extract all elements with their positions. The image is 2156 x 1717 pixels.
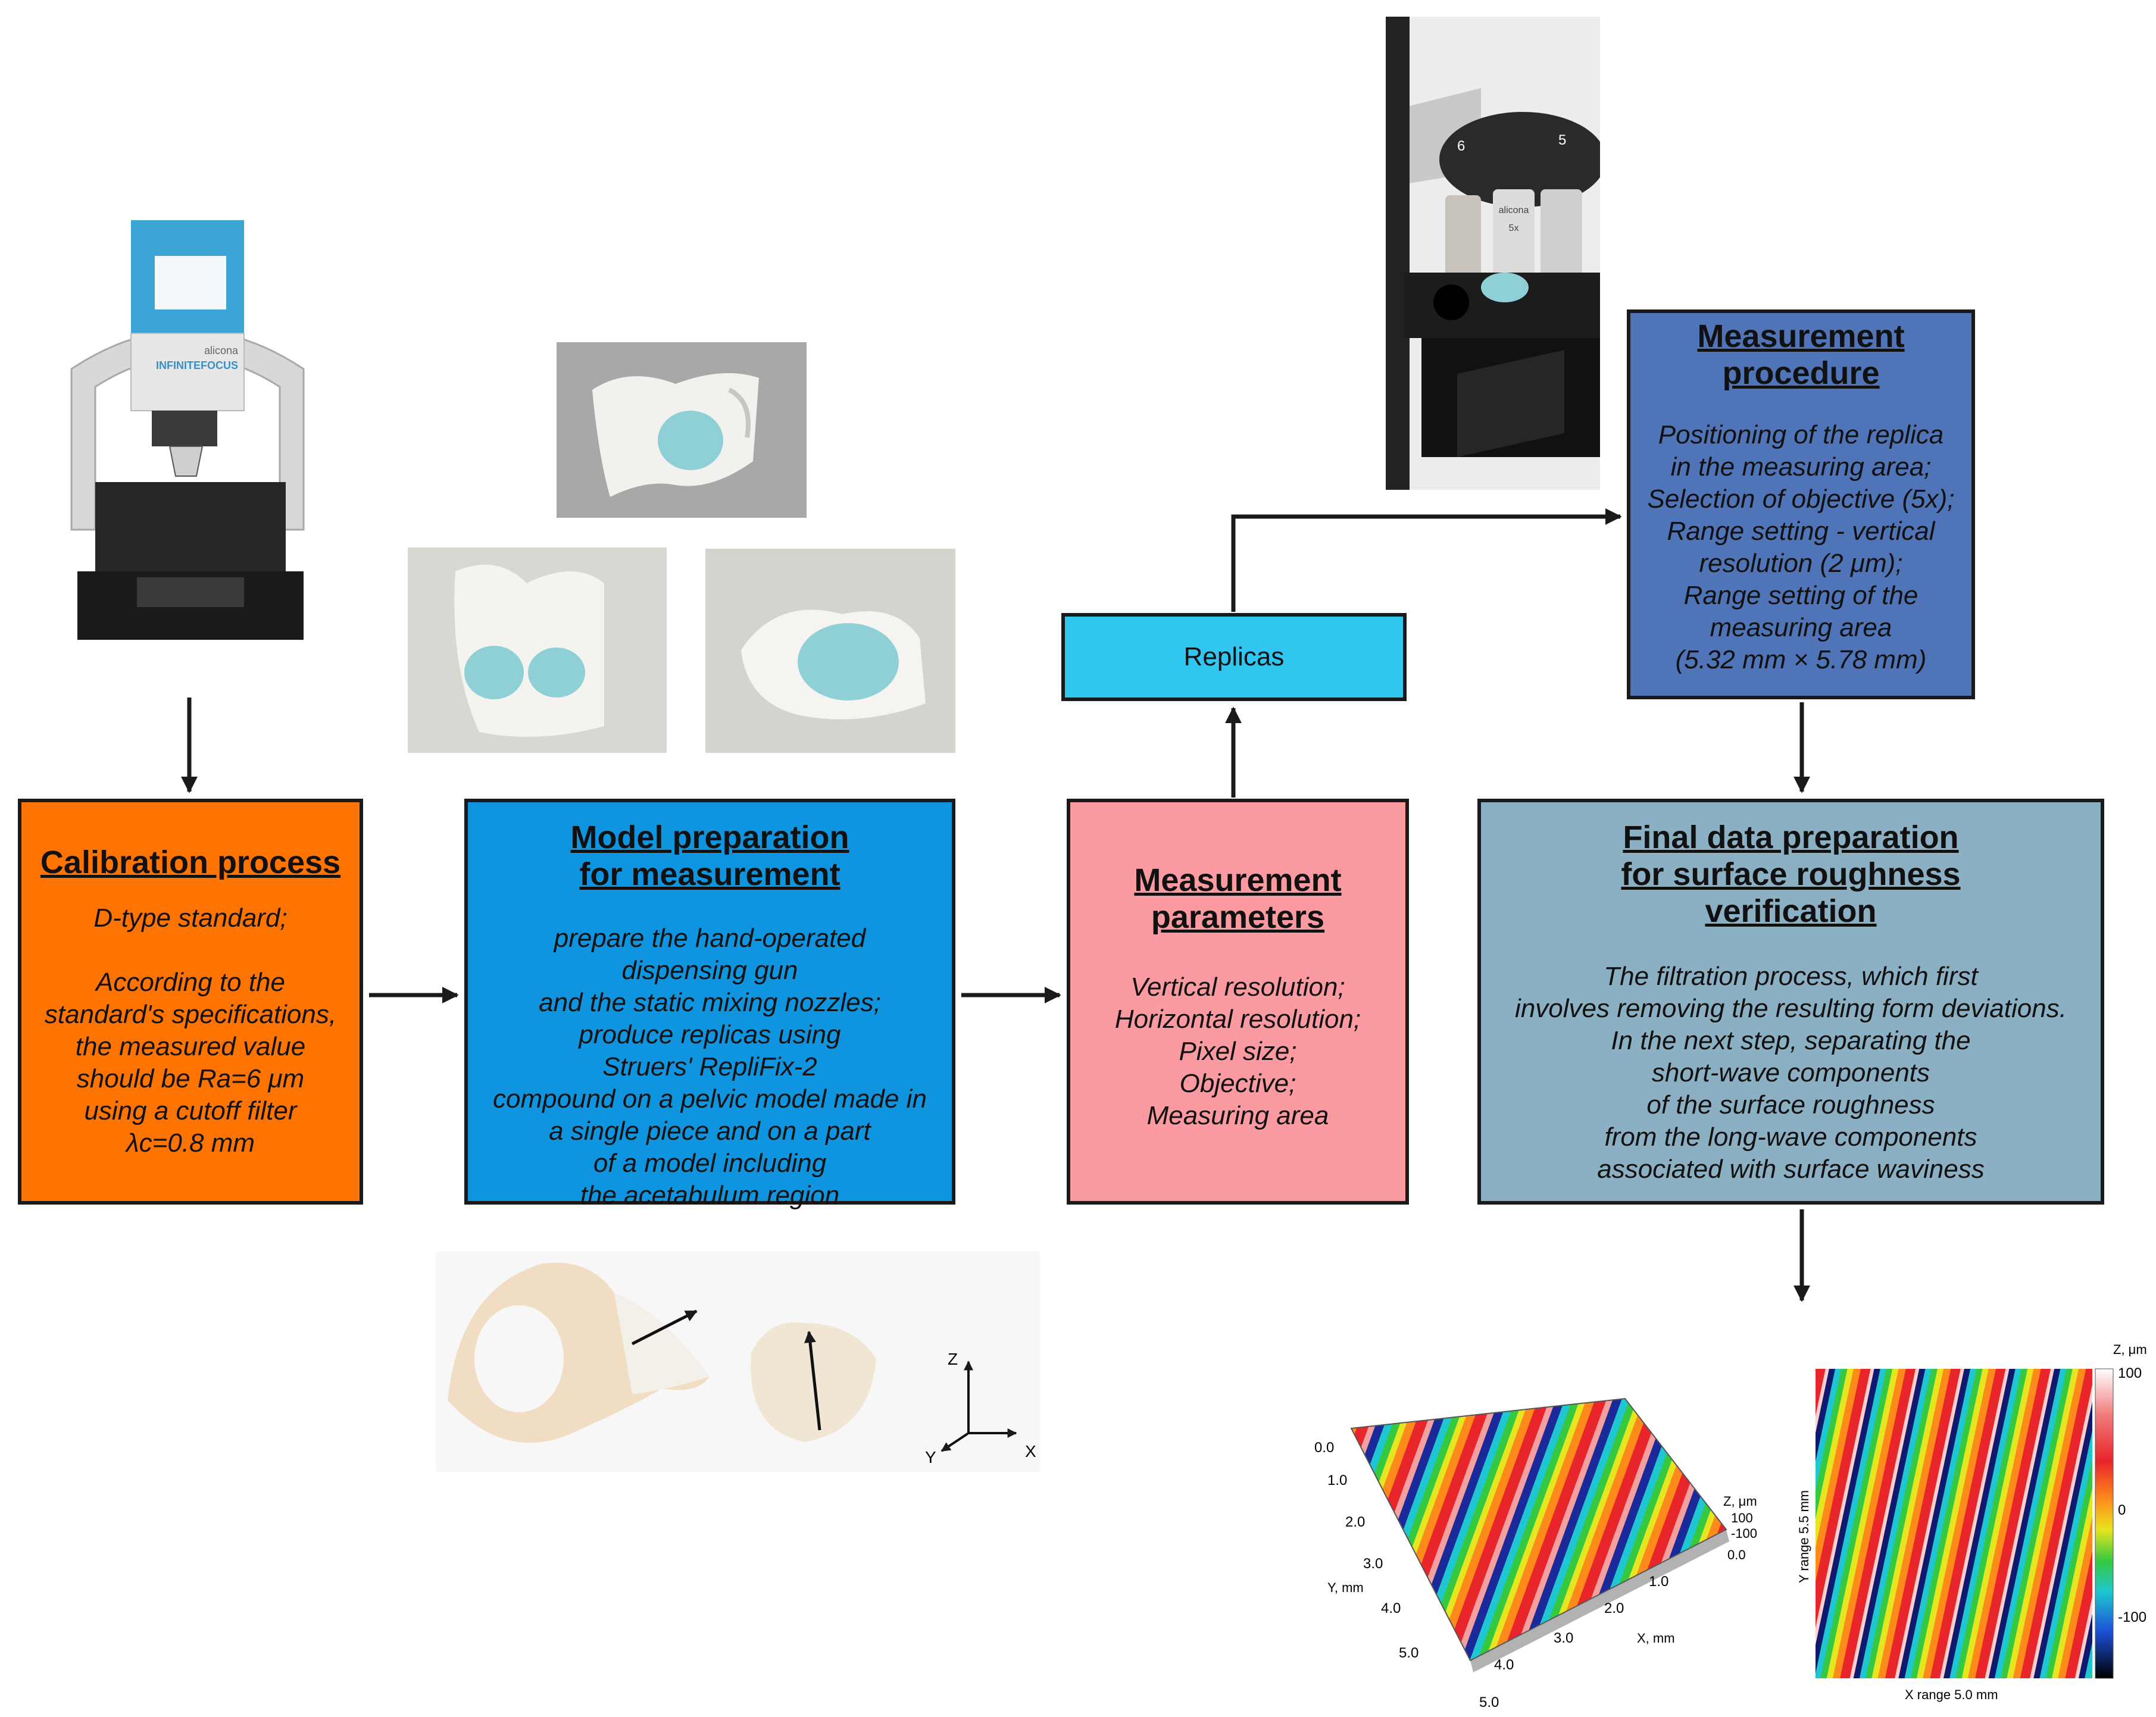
surface-2d-x-label: X range 5.0 mm (1905, 1687, 1998, 1702)
surface-3d-x-tick-1: 2.0 (1604, 1600, 1624, 1616)
final-data-title: Final data preparation for surface rough… (1621, 820, 1961, 929)
turret-number-5: 5 (1558, 132, 1566, 148)
surface-3d-y-tick-5: 5.0 (1399, 1645, 1418, 1661)
final-data-body: The filtration process, which first invo… (1515, 962, 2067, 1184)
measurement-params-body: Vertical resolution; Horizontal resoluti… (1114, 972, 1361, 1130)
colorbar-tick-bottom: -100 (2118, 1609, 2146, 1625)
normal-arrow-right (804, 1331, 821, 1431)
arrow-replicas-to-procedure (1231, 508, 1622, 612)
surface-2d-map: Z, μm 100 0 -100 Y range 5.5 mm X range … (1792, 1333, 2149, 1714)
axis-y-label: Y (925, 1448, 936, 1466)
surface-3d-y-tick-0: 0.0 (1314, 1440, 1334, 1456)
surface-3d-y-tick-4: 4.0 (1381, 1600, 1401, 1616)
surface-3d-y-tick-1: 1.0 (1327, 1472, 1347, 1488)
surface-2d-y-label: Y range 5.5 mm (1796, 1490, 1811, 1583)
model-prep-body: prepare the hand-operated dispensing gun… (493, 924, 927, 1210)
measurement-procedure-body: Positioning of the replica in the measur… (1647, 420, 1955, 674)
surface-3d-z-zero: 0.0 (1727, 1547, 1746, 1562)
measurement-params-box: Measurement parameters Vertical resoluti… (1067, 799, 1409, 1205)
surface-2d-colorbar (2095, 1368, 2114, 1679)
surface-3d-x-title: X, mm (1637, 1631, 1675, 1646)
normal-arrow-left (631, 1309, 698, 1346)
replicas-box: Replicas (1061, 613, 1407, 701)
surface-3d-y-tick-2: 2.0 (1345, 1514, 1365, 1530)
colorbar-title: Z, μm (2113, 1342, 2147, 1357)
surface-3d-z-title: Z, μm (1723, 1494, 1757, 1509)
lens-magnification: 5x (1509, 223, 1519, 233)
surface-3d-y-tick-3: 3.0 (1363, 1556, 1383, 1572)
replicas-label: Replicas (1183, 642, 1285, 671)
instrument-photo: alicona INFINITEFOCUS (65, 220, 310, 640)
surface-2d-image (1816, 1369, 2092, 1678)
colorbar-tick-top: 100 (2118, 1365, 2142, 1381)
surface-3d-x-tick-0: 1.0 (1649, 1574, 1668, 1590)
model-prep-box: Model preparation for measurement prepar… (464, 799, 955, 1210)
lens-brand: alicona (1499, 205, 1529, 215)
model-prep-title: Model preparation for measurement (570, 820, 849, 892)
measurement-procedure-box: Measurement procedure Positioning of the… (1627, 309, 1975, 699)
surface-3d-x-tick-4: 5.0 (1479, 1694, 1499, 1710)
surface-3d-x-tick-2: 3.0 (1554, 1630, 1573, 1646)
measurement-procedure-title: Measurement procedure (1697, 318, 1905, 391)
replica-photo-top (557, 342, 807, 518)
axis-x-label: X (1025, 1442, 1036, 1460)
surface-3d-x-tick-3: 4.0 (1494, 1657, 1514, 1673)
instrument-model: INFINITEFOCUS (156, 359, 238, 371)
colorbar-tick-zero: 0 (2118, 1502, 2126, 1518)
replica-photo-right (705, 549, 955, 753)
objective-photo: 6 5 alicona 5x (1386, 17, 1600, 490)
surface-3d-plot: 0.0 1.0 2.0 3.0 4.0 5.0 Y, mm 1.0 2.0 3.… (1304, 1309, 1768, 1714)
measurement-params-title: Measurement parameters (1134, 862, 1342, 935)
turret-number-6: 6 (1457, 138, 1465, 154)
surface-3d-y-title: Y, mm (1327, 1580, 1364, 1595)
surface-3d-z-tick-top: 100 (1731, 1510, 1753, 1525)
axis-z-label: Z (948, 1350, 958, 1368)
surface-3d-map (1350, 1397, 1727, 1662)
calibration-body: D-type standard; According to the standa… (44, 903, 337, 1158)
surface-3d-z-tick-bottom: -100 (1731, 1526, 1757, 1541)
pelvis-model-figure: Z X Y (436, 1252, 1040, 1472)
replica-photo-left (408, 548, 667, 753)
final-data-box: Final data preparation for surface rough… (1477, 799, 2104, 1205)
axis-triad: Z X Y (925, 1350, 1036, 1466)
calibration-box: Calibration process D-type standard; Acc… (18, 799, 363, 1205)
instrument-brand: alicona (204, 345, 239, 356)
calibration-title: Calibration process (40, 845, 341, 880)
